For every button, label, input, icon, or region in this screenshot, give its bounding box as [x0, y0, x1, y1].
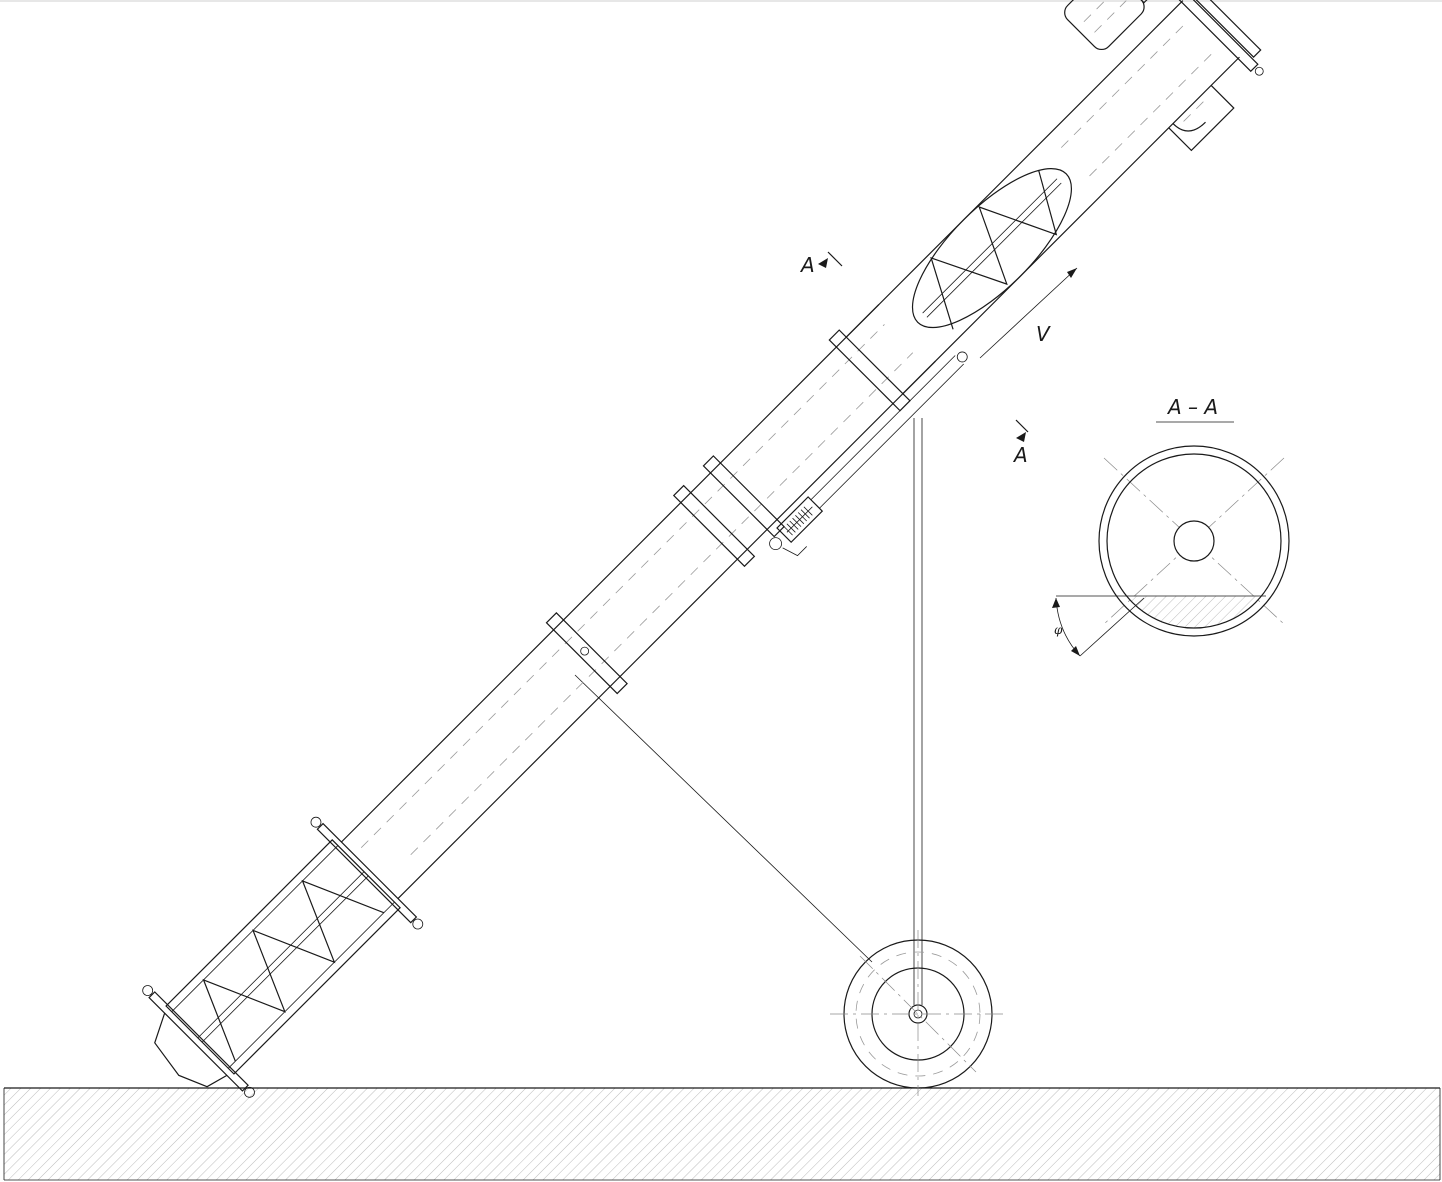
conveyor-tube	[142, 0, 1264, 1098]
clamp-band-1	[545, 612, 628, 695]
section-mark-top-label: A	[799, 253, 815, 277]
cutaway-window	[911, 167, 1073, 329]
clamp-band-3	[702, 455, 785, 538]
upper-section	[845, 0, 1264, 395]
section-marker-top: A	[799, 251, 843, 277]
section-mark-bottom-label: A	[1012, 443, 1028, 467]
velocity-label: V	[1036, 322, 1051, 346]
drive-motor	[1064, 0, 1159, 51]
lift-jack	[769, 351, 968, 557]
screw-shaft	[1173, 520, 1215, 562]
tube-body	[340, 304, 968, 900]
discharge-spout	[1168, 84, 1235, 152]
section-a-a: A – A φ	[1052, 395, 1290, 657]
angle-label: φ	[1054, 623, 1063, 637]
ground	[3, 1087, 1441, 1181]
intake-housing	[142, 816, 424, 1098]
pipe-outer-wall	[1098, 445, 1290, 637]
pipe-inner-wall	[1106, 453, 1282, 629]
section-marker-bottom: A	[1012, 419, 1029, 467]
clamp-band-2	[672, 484, 756, 568]
section-title: A – A	[1166, 395, 1218, 419]
material-fill	[1107, 596, 1281, 628]
wheel	[830, 930, 1006, 1096]
velocity-indicator: V	[979, 267, 1078, 359]
support-struts	[574, 418, 923, 1005]
